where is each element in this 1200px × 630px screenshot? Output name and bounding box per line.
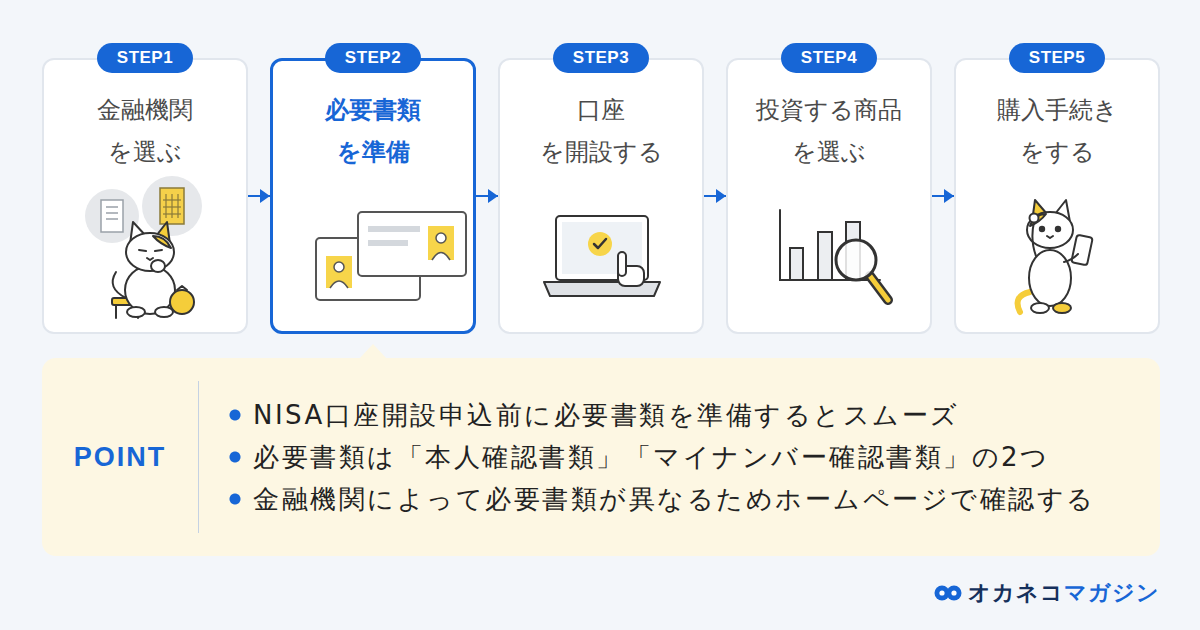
step-badge: STEP1 bbox=[97, 43, 193, 73]
step-title: 金融機関 を選ぶ bbox=[67, 89, 223, 173]
brand-icon bbox=[951, 590, 956, 595]
step-badge: STEP2 bbox=[325, 43, 421, 73]
point-panel: POINTNISA口座開設申込前に必要書類を準備するとスムーズ必要書類は「本人確… bbox=[42, 358, 1160, 556]
point-heading: POINT bbox=[42, 442, 198, 473]
step-arrow bbox=[932, 195, 954, 197]
step-badge: STEP4 bbox=[781, 43, 877, 73]
point-bullet: 金融機関によって必要書類が異なるためホームページで確認する bbox=[229, 481, 1160, 517]
step-title: 必要書類 を準備 bbox=[295, 89, 451, 173]
step-title: 投資する商品 を選ぶ bbox=[751, 89, 907, 173]
brand-name: マガジン bbox=[1064, 579, 1160, 607]
step-title: 口座 を開設する bbox=[523, 89, 679, 173]
point-bullet: NISA口座開設申込前に必要書類を準備するとスムーズ bbox=[229, 397, 1160, 433]
brand-icon bbox=[934, 584, 962, 602]
step-title: 購入手続き をする bbox=[979, 89, 1135, 173]
brand-name: オカネコ bbox=[968, 579, 1064, 607]
step-card: STEP5購入手続き をする bbox=[954, 58, 1160, 334]
step-card: STEP1金融機関 を選ぶ bbox=[42, 58, 248, 334]
brand-icon bbox=[939, 590, 944, 595]
step-card: STEP4投資する商品 を選ぶ bbox=[726, 58, 932, 334]
step-badge: STEP5 bbox=[1009, 43, 1105, 73]
brand-icon bbox=[947, 586, 962, 601]
step-arrow bbox=[704, 195, 726, 197]
step-card: STEP2必要書類 を準備 bbox=[270, 58, 476, 334]
panel-divider: NISA口座開設申込前に必要書類を準備するとスムーズ必要書類は「本人確認書類」「… bbox=[198, 381, 1160, 533]
step-arrow bbox=[476, 195, 498, 197]
point-bullet: 必要書類は「本人確認書類」「マイナンバー確認書類」の2つ bbox=[229, 439, 1160, 475]
step-badge: STEP3 bbox=[553, 43, 649, 73]
step-card: STEP3口座 を開設する bbox=[498, 58, 704, 334]
step-arrow bbox=[248, 195, 270, 197]
